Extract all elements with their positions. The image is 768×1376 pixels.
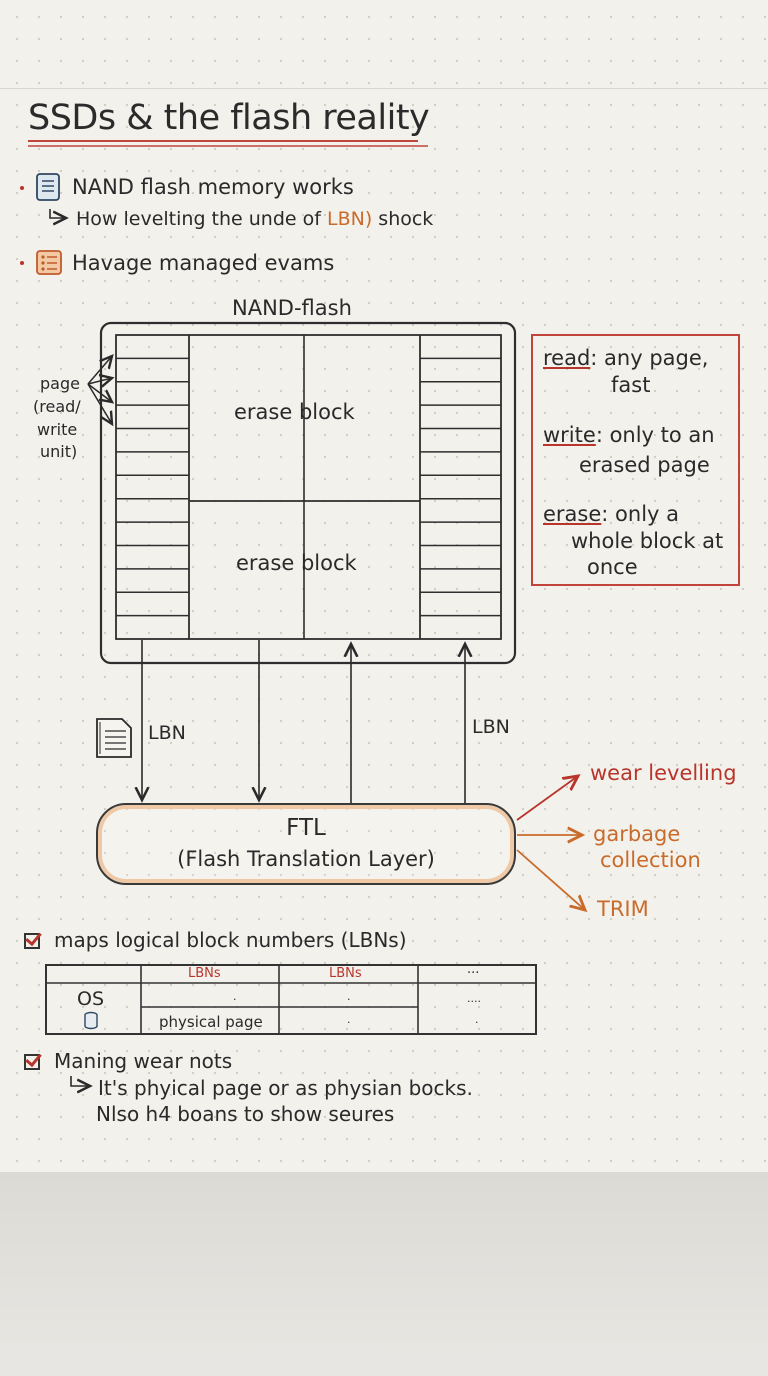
wear-notes-text: Maning wear nots: [54, 1049, 233, 1073]
table-cell-r1c2: .: [347, 990, 351, 1003]
nand-flash-label: NAND-flash: [232, 296, 352, 320]
page-label-line2: (read/: [33, 397, 81, 416]
bullet-dots: [20, 186, 24, 265]
lbn-label-left: LBN: [148, 722, 186, 744]
page-label-line3: write: [37, 420, 78, 439]
database-icon: [84, 1011, 98, 1030]
table-cell-r1c1: .: [233, 990, 237, 1003]
rule-write-line2: erased page: [579, 453, 710, 477]
sub-arrow-1: [49, 209, 66, 218]
mapping-table: LBNs LBNs ... OS . . .... physical page …: [45, 962, 537, 1035]
document-icon: [96, 718, 132, 758]
rule-read: read: any page,: [543, 346, 709, 370]
page-label-line4: unit): [40, 442, 78, 461]
wear-subtext-1: It's phyical page or as physian bocks.: [98, 1076, 473, 1100]
page-label-line1: page: [40, 374, 80, 393]
page-pointer-arrows: [87, 356, 112, 424]
garbage-collection-label: garbage: [593, 822, 681, 846]
mapping-table-grid: [45, 964, 537, 1035]
table-cell-physical-page: physical page: [159, 1013, 263, 1031]
erase-block-bottom-label: erase block: [236, 551, 357, 575]
bullet-nand-subtext: How levelting the unde of LBN) shock: [76, 208, 434, 230]
checkbox-wear[interactable]: [24, 1054, 40, 1070]
garbage-collection-label-line2: collection: [600, 848, 701, 872]
nand-ftl-arrows: [142, 640, 465, 803]
ftl-output-arrows: [516, 776, 585, 910]
lbn-label-right: LBN: [472, 716, 510, 738]
trim-label: TRIM: [597, 897, 649, 921]
nand-package: [99, 321, 517, 665]
checklist-icon: [36, 250, 62, 275]
sub-arrow-2: [70, 1076, 90, 1086]
rule-erase-line2: whole block at: [571, 529, 724, 553]
desk-surface: [0, 1172, 768, 1376]
page-title: SSDs & the flash reality: [28, 98, 430, 138]
erase-block-top-label: erase block: [234, 400, 355, 424]
ftl-subtitle: (Flash Translation Layer): [177, 847, 435, 871]
rule-erase-line3: once: [587, 555, 638, 579]
diagram-canvas: [20, 140, 768, 1172]
rule-write: write: only to an: [543, 423, 715, 447]
title-underline: [28, 140, 428, 147]
table-header-more: ...: [467, 962, 480, 977]
bullet-nand-text: NAND flash memory works: [72, 175, 354, 199]
table-cell-r1c3: ....: [467, 992, 481, 1005]
ftl-box: FTL (Flash Translation Layer): [96, 803, 516, 885]
table-row-label-os: OS: [77, 988, 105, 1010]
maps-lbns-text: maps logical block numbers (LBNs): [54, 928, 407, 952]
bullet-managed-text: Havage managed evams: [72, 251, 335, 275]
ftl-title: FTL: [286, 815, 326, 841]
wear-levelling-label: wear levelling: [590, 761, 737, 785]
page-rows: [116, 357, 501, 617]
notebook-page: [0, 0, 768, 1172]
flash-rules-box: read: any page, fast write: only to an e…: [531, 334, 740, 586]
table-header-lbns-2: LBNs: [329, 966, 362, 981]
table-cell-r2c2: .: [347, 1013, 351, 1026]
checkbox-maps[interactable]: [24, 933, 40, 949]
wear-subtext-2: Nlso h4 boans to show seures: [96, 1102, 395, 1126]
rule-erase: erase: only a: [543, 502, 680, 526]
memory-chip-icon: [36, 173, 60, 201]
table-cell-r2c3: .: [475, 1013, 479, 1026]
rule-read-line2: fast: [611, 373, 651, 397]
table-header-lbns-1: LBNs: [188, 966, 221, 981]
